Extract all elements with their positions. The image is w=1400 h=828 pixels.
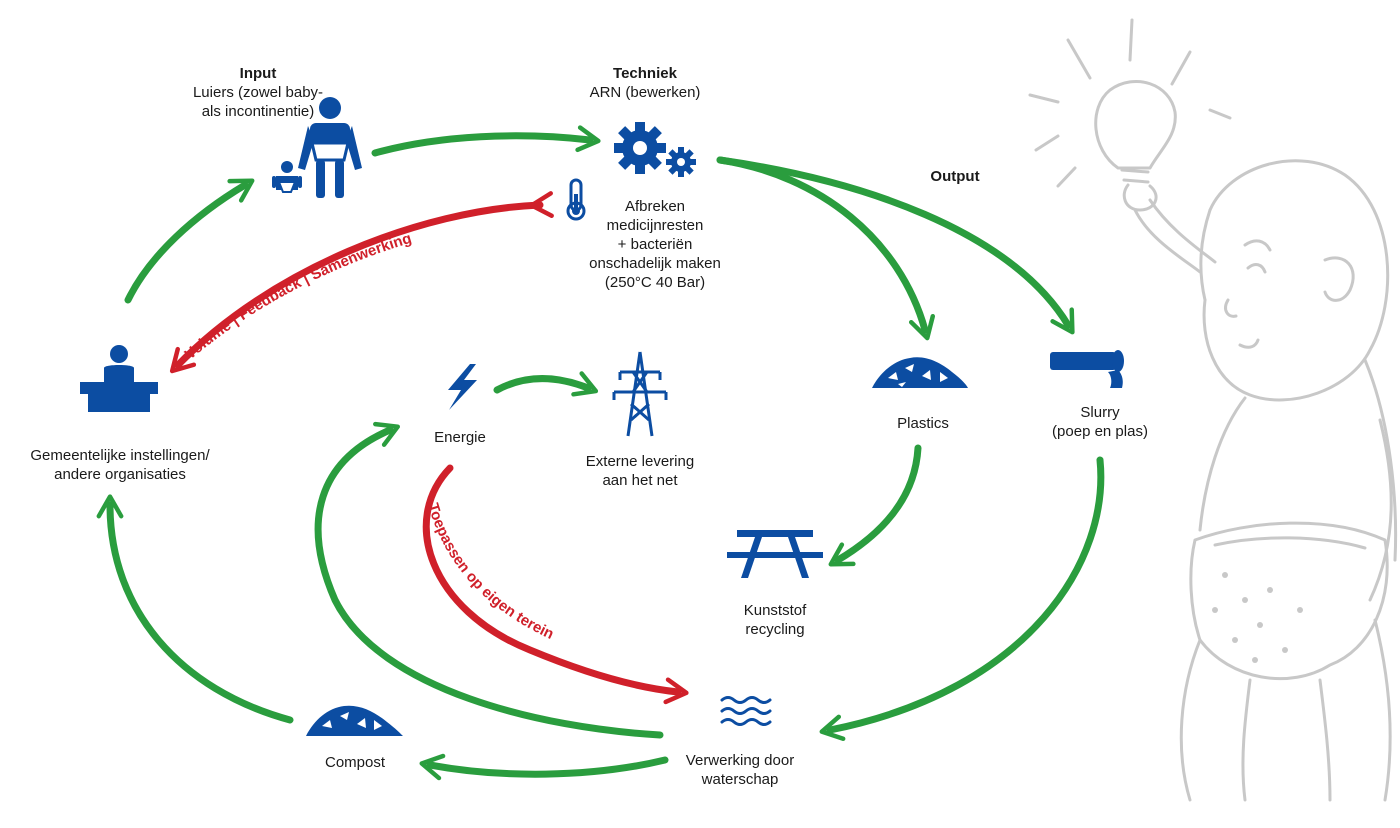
afbreken-line3: + bacteriën [617, 236, 693, 253]
arrow-plastics-to-kunststof [828, 444, 922, 567]
arrow-slurry-to-waterschap [819, 456, 1105, 742]
output-label: Output [915, 167, 995, 186]
arrow-input-to-techniek [371, 125, 601, 157]
externe-line2: aan het net [602, 472, 678, 489]
slurry-line1: Slurry [1080, 404, 1120, 421]
kunststof-label: Kunststof recycling [720, 601, 830, 639]
input-heading: Input [239, 65, 277, 82]
water-waves-icon [720, 696, 772, 726]
power-pylon-icon [612, 351, 668, 437]
externe-line1: Externe levering [585, 453, 695, 470]
slurry-label: Slurry (poep en plas) [1030, 403, 1170, 441]
gemeente-line2: andere organisaties [54, 466, 186, 483]
output-heading: Output [930, 168, 980, 185]
arrow-energie-to-externe [493, 371, 599, 397]
waterschap-label: Verwerking door waterschap [665, 751, 815, 789]
energie-label: Energie [434, 429, 486, 446]
gemeente-label: Gemeentelijke instellingen/ andere organ… [5, 446, 235, 484]
afbreken-line2: medicijnresten [606, 217, 704, 234]
techniek-label: Techniek ARN (bewerken) [575, 64, 715, 102]
externe-label: Externe levering aan het net [565, 452, 715, 490]
adult-with-diaper-icon [298, 97, 362, 198]
input-label: Input Luiers (zowel baby- als incontinen… [178, 64, 338, 121]
baby-icon [272, 161, 302, 193]
picnic-table-icon [727, 530, 823, 578]
feedback-label: Volume | Feedback | Samenwerking [182, 230, 414, 363]
arrow-toepassen [422, 464, 689, 705]
afbreken-line5: (250°C 40 Bar) [604, 274, 706, 291]
compost-pile-icon [306, 705, 403, 736]
techniek-line1: ARN (bewerken) [589, 84, 701, 101]
lightning-icon [448, 364, 477, 410]
waterschap-line1: Verwerking door [685, 752, 795, 769]
arrow-techniek-to-slurry [716, 156, 1075, 335]
afbreken-line4: onschadelijk maken [589, 255, 721, 272]
plastics-label: Plastics [897, 415, 949, 432]
input-line1: Luiers (zowel baby- [192, 84, 324, 101]
toepassen-label: Toepassen op eigen terein [424, 501, 556, 643]
waterschap-line2: waterschap [701, 771, 779, 788]
arrow-techniek-to-plastics [716, 156, 936, 341]
svg-text:Volume | Feedback | Samenwerki: Volume | Feedback | Samenwerking [182, 230, 414, 363]
afbreken-line1: Afbreken [624, 198, 686, 215]
kunststof-line1: Kunststof [743, 602, 807, 619]
kunststof-line2: recycling [745, 621, 805, 638]
arrow-compost-to-gemeente [96, 494, 294, 724]
thermometer-icon [566, 178, 586, 221]
slurry-line2: (poep en plas) [1052, 423, 1148, 440]
compost-label: Compost [324, 754, 386, 771]
afbreken-label: Afbreken medicijnresten + bacteriën onsc… [570, 197, 740, 292]
pipe-icon [1050, 350, 1124, 388]
arrow-gemeente-to-input [124, 178, 255, 304]
gemeente-line1: Gemeentelijke instellingen/ [30, 447, 210, 464]
input-line2: als incontinentie) [201, 103, 315, 120]
arrow-feedback [169, 191, 554, 374]
techniek-heading: Techniek [613, 65, 677, 82]
arrow-waterschap-to-compost [419, 753, 669, 781]
baby-with-lightbulb-sketch [1028, 18, 1398, 802]
plastics-pile-icon [872, 357, 968, 388]
gears-icon [614, 122, 696, 177]
arrow-waterschap-to-energie [314, 421, 664, 739]
person-at-desk-icon [80, 345, 158, 412]
svg-text:Toepassen op eigen terein: Toepassen op eigen terein [424, 501, 556, 643]
